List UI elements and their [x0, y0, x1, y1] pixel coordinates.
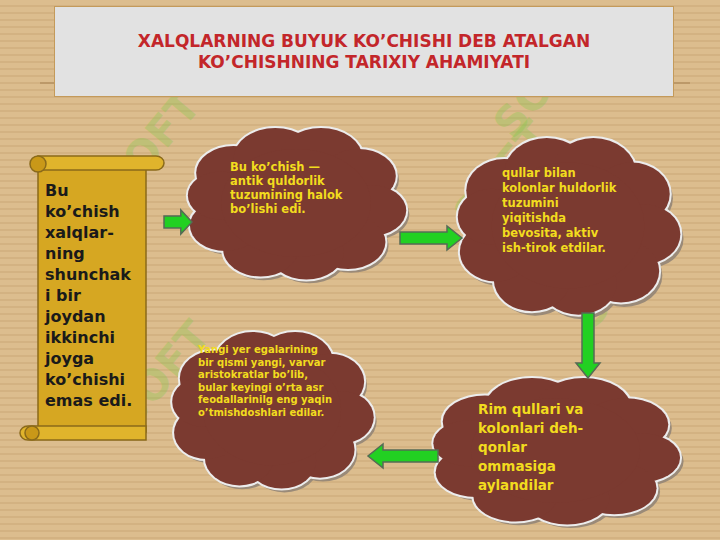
scroll-bottom-curl [25, 426, 39, 440]
scroll-bottom-roll [20, 426, 146, 440]
block-arrow [576, 313, 600, 378]
cloud-outline [458, 138, 681, 315]
cloud-shadow [191, 132, 409, 284]
node-text: Rim qullari va kolonlari deh- qonlar omm… [478, 400, 608, 495]
cloud-shape [462, 138, 674, 313]
node-text: Bu ko’chish — antik quldorlik tuzumining… [230, 160, 348, 216]
node-text: Yangi yer egalarining bir qismi yangi, v… [198, 344, 336, 419]
block-arrow [368, 444, 438, 468]
cloud-box: Bu ko’chish — antik quldorlik tuzumining… [192, 128, 400, 278]
title-box: XALQLARNING BUYUK KO’CHISHI DEB ATALGAN … [54, 6, 674, 97]
cloud-outline [172, 332, 374, 489]
cloud-fill [172, 332, 374, 489]
cloud-fill [188, 128, 406, 280]
cloud-lobe [221, 149, 371, 257]
cloud-lobe [492, 163, 645, 289]
cloud-lobe [221, 149, 371, 257]
cloud-shape [438, 378, 673, 523]
scroll-box: Bu ko’chish xalqlar- ning shunchak i bir… [20, 152, 164, 444]
cloud-box: qullar bilan kolonlar huldorlik tuzumini… [462, 138, 674, 313]
scroll-top-curl [30, 156, 46, 172]
cloud-outline [433, 378, 680, 524]
scroll-top-roll [38, 156, 164, 170]
cloud-fill [433, 378, 680, 524]
node-text: Bu ko’chish xalqlar- ning shunchak i bir… [45, 180, 141, 411]
block-arrow [400, 226, 462, 250]
cloud-lobe [492, 163, 645, 289]
cloud-shadow [461, 142, 684, 319]
cloud-box: Yangi yer egalarining bir qismi yangi, v… [176, 332, 368, 487]
cloud-outline [188, 128, 406, 280]
node-text: qullar bilan kolonlar huldorlik tuzumini… [502, 166, 624, 256]
cloud-box: Rim qullari va kolonlari deh- qonlar omm… [438, 378, 673, 523]
cloud-shadow [437, 382, 684, 528]
cloud-fill [458, 138, 681, 315]
title-text: XALQLARNING BUYUK KO’CHISHI DEB ATALGAN … [104, 31, 624, 73]
block-arrow [164, 210, 192, 234]
scroll-body [38, 164, 146, 432]
cloud-lobe [471, 398, 640, 502]
cloud-lobe [471, 398, 640, 502]
cloud-shadow [175, 336, 377, 493]
